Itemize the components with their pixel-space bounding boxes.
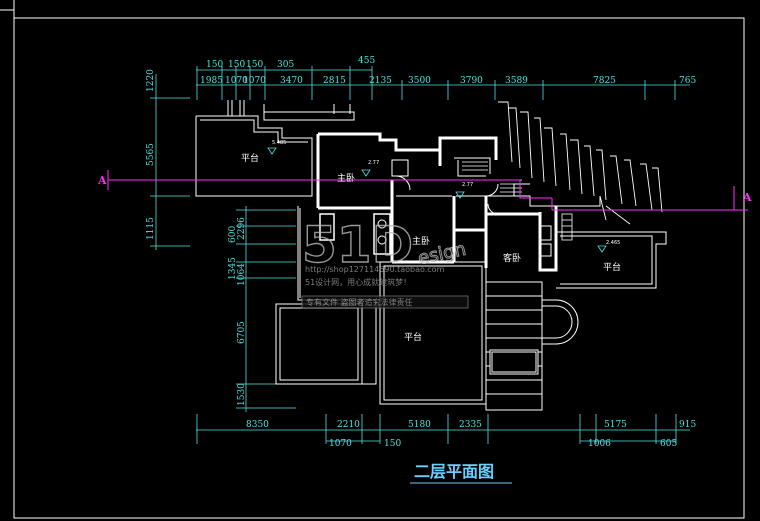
watermark-url: http://shop127114690.taobao.com [305, 265, 445, 274]
dim-top-11: 2135 [369, 76, 392, 86]
room-master-bedroom-2: 主卧 [412, 235, 430, 247]
dim-top-12: 3500 [408, 76, 431, 86]
dimension-lines [150, 66, 690, 444]
dim-left-9: 1530 [237, 383, 247, 406]
dimension-labels: 150 150 150 305 455 1985 1070 1070 3470 … [146, 56, 696, 449]
dim-bottom-7: 1070 [329, 439, 352, 449]
dim-left-4: 2296 [237, 217, 247, 240]
drawing-frame [0, 0, 745, 519]
dim-bottom-10: 605 [660, 439, 677, 449]
dim-top-7: 1070 [225, 76, 248, 86]
watermark-slogan: 51设计网，用心成就建筑梦！ [305, 277, 411, 287]
pergola-fins [498, 101, 663, 225]
dim-top-4: 305 [277, 60, 294, 70]
plan-walls [195, 100, 667, 411]
dim-bottom-5: 5175 [604, 420, 627, 430]
dim-top-3: 150 [246, 60, 263, 70]
section-line [107, 170, 748, 211]
dim-top-1: 150 [206, 60, 223, 70]
dim-top-8: 1070 [243, 76, 266, 86]
dim-top-13: 3790 [460, 76, 483, 86]
drawing-title: 二层平面图 [414, 462, 494, 481]
room-terrace-lower: 平台 [404, 331, 422, 343]
dim-bottom-3: 5180 [408, 420, 431, 430]
dim-bottom-1: 8350 [246, 420, 269, 430]
dim-top-15: 7825 [593, 76, 616, 86]
section-marker-left: A [97, 174, 107, 187]
level-3: 2.77 [462, 182, 473, 188]
dim-left-1: 1220 [146, 69, 156, 92]
dim-left-6: 1345 [228, 257, 238, 280]
watermark-logo: 51D [302, 216, 413, 274]
room-guest-bedroom: 客卧 [503, 252, 521, 264]
level-markers [267, 147, 607, 253]
dim-bottom-6: 915 [679, 420, 696, 430]
dim-left-8: 6705 [237, 321, 247, 344]
dim-bottom-8: 150 [384, 439, 401, 449]
level-4: 2.465 [606, 240, 620, 246]
dim-left-3: 1115 [146, 217, 156, 240]
dim-top-2: 150 [228, 60, 245, 70]
room-terrace-right: 平台 [603, 261, 621, 273]
dim-top-16: 765 [679, 76, 696, 86]
dim-bottom-4: 2335 [459, 420, 482, 430]
level-2: 2.77 [368, 160, 379, 166]
room-terrace-upper: 平台 [241, 152, 259, 164]
section-marker-right: A [742, 191, 752, 204]
dim-left-5: 600 [228, 226, 238, 243]
dim-top-9: 3470 [280, 76, 303, 86]
watermark-notice: 专有文件 盗图者追究法律责任 [306, 297, 413, 307]
dim-left-7: 1064 [237, 263, 247, 286]
watermark: 51D esign http://shop127114690.taobao.co… [301, 215, 469, 309]
dim-top-6: 1985 [200, 76, 223, 86]
room-master-bedroom-1: 主卧 [337, 172, 355, 184]
level-1: 5.485 [272, 140, 286, 146]
dim-bottom-9: 1006 [588, 439, 611, 449]
dim-top-10: 2815 [323, 76, 346, 86]
dim-top-14: 3589 [505, 76, 528, 86]
dim-bottom-2: 2210 [337, 420, 360, 430]
dim-top-5: 455 [358, 56, 375, 66]
dim-left-2: 5565 [146, 143, 156, 166]
